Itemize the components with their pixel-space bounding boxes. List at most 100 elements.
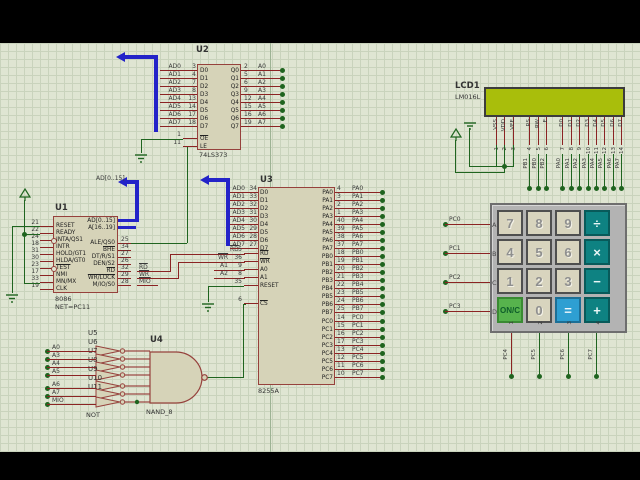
lcd-pin: D6 13 PA6 [607, 117, 617, 192]
keypad-key[interactable]: 5 [526, 239, 552, 265]
pin-name: PA6 [322, 238, 333, 244]
net-label: PA2 [573, 158, 580, 169]
row-label: C [492, 278, 497, 287]
pin-name-row: NMI [56, 272, 96, 279]
pin-name: D2 [576, 119, 583, 127]
bus-stub [118, 219, 138, 222]
pin-row: 19 [27, 283, 53, 293]
wire [47, 396, 96, 397]
pin-row: 30 AD4 [230, 218, 258, 229]
lcd-pin: E 6 PB2 [540, 117, 550, 192]
net-label: PC6 [559, 349, 566, 360]
pin-number: 28 [121, 278, 129, 285]
keypad-key[interactable]: 3 [555, 268, 581, 294]
u1-left-pins: 21 22 24 18 31 30 23 17 33 19 [27, 220, 57, 293]
pin-row: 20 PB2 [335, 266, 385, 277]
u1-left-pin-names: RESET READY INTA/QS1 INTR HOLD/GT1 HLDA/… [56, 223, 96, 293]
col-label-text: 3 [566, 321, 573, 325]
net-label: PB1 [523, 158, 530, 169]
wire [40, 226, 53, 227]
pin-number: 31 [31, 247, 39, 254]
net-label: PC5 [531, 349, 538, 360]
pin-row: 29 [118, 272, 138, 282]
pin-number: 23 [337, 289, 345, 296]
wire [445, 253, 490, 254]
pin-row: 31 AD3 [230, 210, 258, 221]
pin-name-row: D7 [260, 245, 280, 253]
net-label: PC0 [449, 216, 461, 223]
wire [47, 388, 96, 389]
pin-number: 14 [337, 314, 345, 321]
pin-number: 34 [121, 243, 129, 250]
pin-number: 39 [337, 225, 345, 232]
u1-8086-body[interactable] [53, 216, 118, 293]
pin-row: 5 A1 [241, 72, 285, 83]
keypad-key[interactable]: 9 [555, 210, 581, 236]
pin-name: VSS [493, 119, 499, 130]
keypad-key[interactable]: ON/C [497, 297, 523, 323]
keypad-key[interactable]: − [584, 268, 610, 294]
u3-value: 8255A [258, 387, 279, 395]
pin-name: RESET [260, 283, 279, 289]
u3-8255a-body[interactable] [258, 187, 335, 385]
wire [244, 285, 258, 286]
pin-number: 1 [494, 147, 500, 151]
keypad-key[interactable]: 1 [497, 268, 523, 294]
keypad-key[interactable]: = [555, 297, 581, 323]
lcd-display[interactable] [484, 87, 625, 117]
terminal-dot [380, 254, 385, 259]
pin-name-row: DT/R/S1 [56, 254, 115, 261]
pin-number: 25 [337, 305, 345, 312]
u3-reset-wire [208, 286, 209, 302]
keypad-key[interactable]: 6 [555, 239, 581, 265]
pin-name: READY [56, 230, 76, 236]
wire [244, 277, 258, 278]
gate-ref: U6 [88, 338, 98, 346]
wire [47, 404, 96, 405]
net-label: AD4 [168, 95, 181, 102]
keypad-key[interactable]: 0 [526, 297, 552, 323]
wire [230, 200, 258, 201]
net-label: PB0 [352, 249, 364, 256]
terminal-dot [380, 198, 385, 203]
wire [230, 232, 258, 233]
net-label: PB3 [352, 273, 364, 280]
terminal-row: A3 [45, 352, 100, 363]
keypad-key[interactable]: 8 [526, 210, 552, 236]
u2-74ls373-body[interactable] [197, 64, 241, 150]
pin-name-row: DEN/S2 [56, 261, 115, 268]
keypad-key[interactable]: 2 [526, 268, 552, 294]
keypad-key[interactable]: 4 [497, 239, 523, 265]
pin-row: 1 PA3 [335, 210, 385, 221]
pin-row: 34 [118, 243, 138, 254]
keypad-key[interactable]: ÷ [584, 210, 610, 236]
keypad-key[interactable]: + [584, 297, 610, 323]
pin-name: D0 [260, 190, 269, 196]
terminal-dot [537, 374, 543, 379]
terminal-row: PC0 [443, 210, 490, 239]
pin-number: 23 [31, 261, 39, 268]
pin-name: MN/MX [56, 279, 77, 285]
keypad-key[interactable]: 7 [497, 210, 523, 236]
pin-name-row: PC0 [280, 318, 333, 326]
decoder-gates [95, 345, 208, 408]
pin-name-row: PA3 [280, 213, 333, 221]
lcd-pin: D4 11 PA4 [590, 117, 600, 192]
pin-stub [504, 117, 506, 145]
terminal-dot [380, 238, 385, 243]
pin-row: 7 AD2 [160, 80, 197, 91]
wire [335, 200, 381, 201]
net-label: PC1 [352, 322, 364, 329]
pin-number: 6 [543, 147, 550, 151]
keypad-key[interactable]: × [584, 239, 610, 265]
net-label: AD6 [232, 233, 245, 240]
pin-name: PB4 [321, 286, 333, 292]
pin-number: 22 [31, 226, 39, 233]
pin-number: 9 [244, 87, 248, 94]
pin-name: D3 [260, 214, 269, 220]
wire [335, 304, 381, 305]
wire [40, 275, 53, 276]
net-label: PB4 [352, 281, 364, 288]
wire [230, 224, 258, 225]
a2-net-label: A2 [220, 270, 228, 277]
